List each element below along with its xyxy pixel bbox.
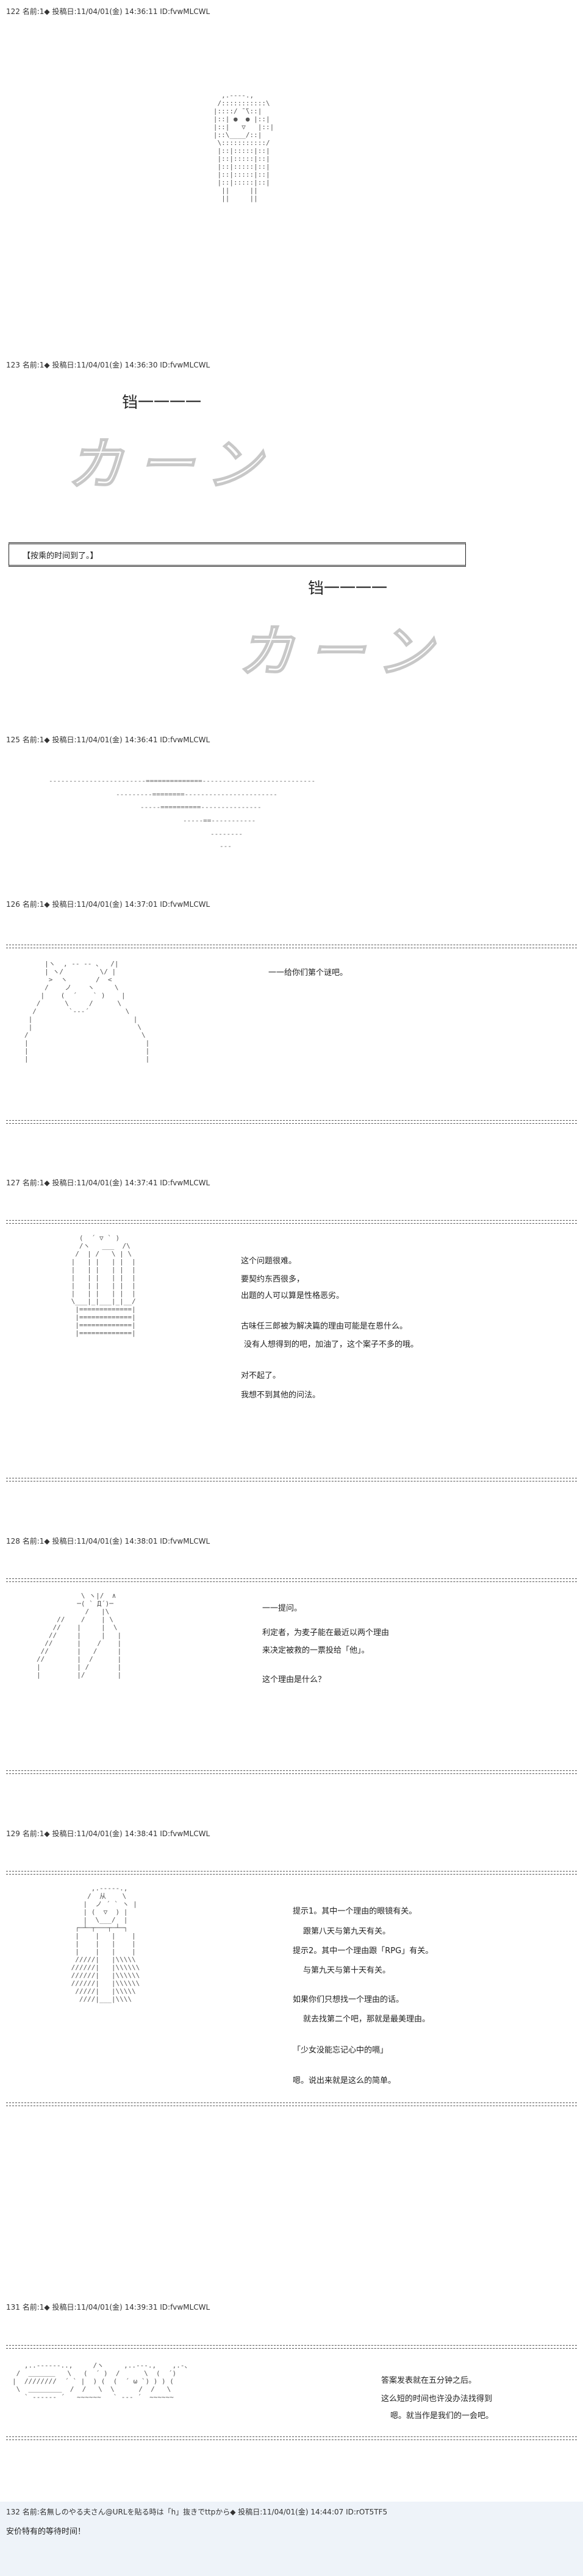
text-line: 来决定被救的一票投给「他」。 [262,1646,370,1655]
divider [6,1578,577,1582]
post-header: 125 名前:1◆ 投稿日:11/04/01(金) 14:36:41 ID:fv… [6,736,210,744]
dash-pattern: -------- [210,830,243,838]
text-line: 嗯。说出来就是这么的简单。 [293,2076,396,2085]
post-header: 131 名前:1◆ 投稿日:11/04/01(金) 14:39:31 ID:fv… [6,2303,210,2312]
dash-pattern: -----==========--------------- [140,803,262,811]
sound-effect-kana: カーン [237,619,448,685]
text-line: 对不起了。 [241,1371,281,1380]
ascii-art: ,..--‐‐--.., /ヽ ,..-‐-., ,.-、 / ＿＿＿＿ \ (… [12,2361,191,2401]
sound-effect-kana: カーン [66,431,277,498]
text-line: 出题的人可以算是性格恶劣。 [241,1291,345,1300]
dash-pattern: ---------========----------------------- [116,790,277,798]
dash-pattern: -----==----------- [183,817,256,825]
text-line: 要契约东西很多， [241,1275,305,1284]
divider [6,1770,577,1774]
divider [6,2102,577,2106]
text-line: 古味任三郎被为解决篇的理由可能是在恩什么。 [241,1322,408,1331]
text-line: 「少女没能忘记心中的嗝」 [293,2046,388,2055]
reply-post: 132 名前:名無しのやる夫さん@URLを貼る時は「h」抜きでttpから◆ 投稿… [0,2502,583,2576]
text-line: 我想不到其他的问法。 [241,1391,321,1400]
text-line: 安价特有的等待时间！ [6,2527,86,2536]
divider [6,1871,577,1875]
text-line: 提示2。其中一个理由跟「RPG」有关。 [293,1946,434,1956]
text-line: 没有人想得到的吧，加油了，这个案子不多的哦。 [244,1340,419,1349]
divider [6,1120,577,1124]
post-header: 132 名前:名無しのやる夫さん@URLを貼る時は「h」抜きでttpから◆ 投稿… [6,2508,388,2516]
sound-effect: 铛一一一一 [308,580,388,598]
text-line: 一一提问。 [262,1604,302,1613]
post-header: 127 名前:1◆ 投稿日:11/04/01(金) 14:37:41 ID:fv… [6,1179,210,1187]
text-line: 答案发表就在五分钟之后。 [381,2376,477,2385]
divider [6,1478,577,1481]
text-line: 这么短的时间也许没办法找得到 [381,2394,493,2404]
divider [6,945,577,948]
text-line: 与第九天与第十天有关。 [303,1966,391,1975]
post-header: 129 名前:1◆ 投稿日:11/04/01(金) 14:38:41 ID:fv… [6,1829,210,1838]
divider [6,2345,577,2349]
notice-text: 【按乘的时间到了。】 [23,552,98,561]
post-header: 122 名前:1◆ 投稿日:11/04/01(金) 14:36:11 ID:fv… [6,7,210,16]
text-line: 这个问题很难。 [241,1257,297,1266]
text-line: 提示1。其中一个理由的眼镜有关。 [293,1907,417,1916]
text-line: 就去找第二个吧，那就是最美理由。 [303,2015,431,2024]
text-line: 跟第八天与第九天有关。 [303,1927,391,1936]
ascii-art: ( ´ ▽ ` ) /ヽ ___ /\ / | / \ | \ | | | | … [71,1234,136,1337]
ascii-art: ,.-‐‐‐-., / 从 \ | ノ ´ ` ヽ | | ( ▽ ) | | … [71,1884,140,2003]
post-header: 126 名前:1◆ 投稿日:11/04/01(金) 14:37:01 ID:fv… [6,900,210,909]
ascii-art: ,.-‐‐-., /:::::::::::\ |::::/ ̄ ̄\::| |:… [213,91,274,202]
ascii-art: \ ヽ|/ ∧ ─( ` Д´)─ / |\ // / | \ // | | \… [37,1592,122,1679]
text-line: 这个理由是什么？ [262,1675,326,1684]
post-header: 128 名前:1◆ 投稿日:11/04/01(金) 14:38:01 ID:fv… [6,1537,210,1545]
ascii-art: |ヽ , -‐ ‐- 、 /| | ヽ/ \/ | > ヽ / < / ノ ヽ … [24,960,150,1063]
notice-box: 【按乘的时间到了。】 [9,542,466,567]
dash-pattern: ------------------------==============--… [49,777,316,785]
post-header: 123 名前:1◆ 投稿日:11/04/01(金) 14:36:30 ID:fv… [6,361,210,369]
text-line: 一一给你们第个谜吧。 [268,968,348,978]
dash-pattern: --- [220,842,232,850]
sound-effect: 铛一一一一 [122,394,202,412]
text-line: 利定者，为麦子能在最近以两个理由 [262,1628,390,1637]
divider [6,1220,577,1224]
divider [6,2436,577,2440]
text-line: 如果你们只想找一个理由的话。 [293,1995,404,2004]
text-line: 嗯。就当作是我们的一会吧。 [390,2411,494,2421]
